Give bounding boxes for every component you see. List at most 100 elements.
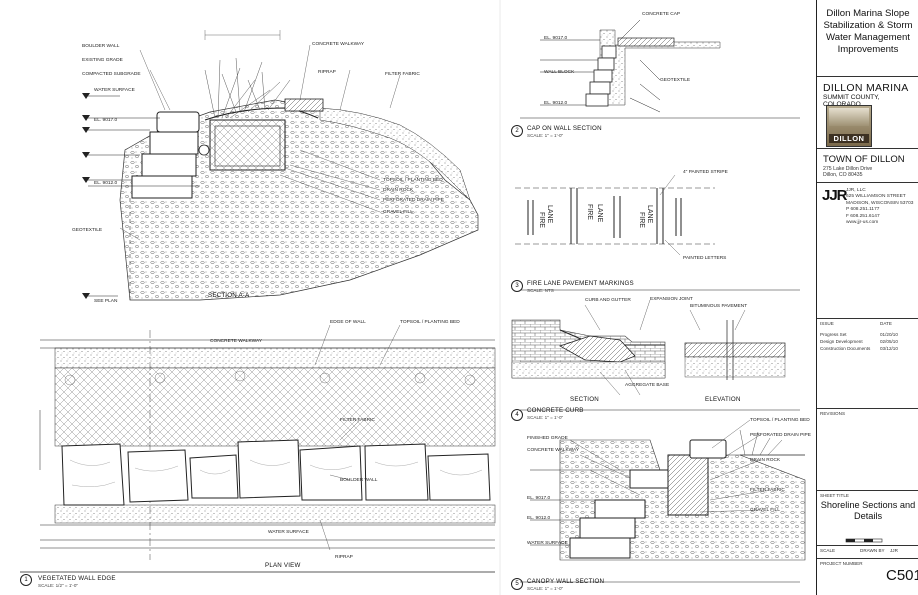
canopy-scale: SCALE: 1" = 1'-0" xyxy=(527,586,564,591)
scale-label: SCALE xyxy=(820,548,836,553)
note: EXISTING GRADE xyxy=(82,58,123,63)
owner-name: TOWN OF DILLON xyxy=(823,154,905,165)
note: FILTER FABRIC xyxy=(340,418,375,423)
note: EXPANSION JOINT xyxy=(650,297,693,302)
drawn-by-label: DRAWN BY xyxy=(860,548,885,553)
note: BOULDER WALL xyxy=(340,478,378,483)
issue-date: 03/12/10 xyxy=(880,346,898,351)
curb-linework xyxy=(511,299,800,411)
sheet-title-label: SHEET TITLE xyxy=(820,493,849,498)
issue-label: Construction Documents xyxy=(820,346,871,351)
note: FILTER FABRIC xyxy=(750,488,785,493)
drawn-by-value: JJR xyxy=(890,548,898,553)
firm-logo: JJR xyxy=(822,187,848,204)
note: CONCRETE WALKWAY xyxy=(210,339,263,344)
client-location: SUMMIT COUNTY, COLORADO xyxy=(823,94,880,108)
note: TOPSOIL / PLANTING BED xyxy=(750,418,810,423)
note: GRAVEL FILL xyxy=(750,508,780,513)
note: EL. 9017.0 xyxy=(544,36,568,41)
note: DRAIN ROCK xyxy=(383,188,414,193)
note: WATER SURFACE xyxy=(268,530,309,535)
firm-line: F 608.251.6147 xyxy=(846,213,880,219)
svg-text:LANE: LANE xyxy=(596,204,603,223)
project-number-label: PROJECT NUMBER xyxy=(820,561,863,566)
project-title: Dillon Marina Slope Stabilization & Stor… xyxy=(823,8,913,55)
issue-date: 02/05/10 xyxy=(880,339,898,344)
firm-line: 625 WILLIAMSON STREET xyxy=(846,194,906,200)
note: FINISHED GRADE xyxy=(527,436,568,441)
section-a-title: SECTION A-A xyxy=(208,292,250,299)
veg-wall-scale: SCALE: 1/2" = 1'-0" xyxy=(38,583,79,588)
revisions-label: REVISIONS xyxy=(820,411,846,416)
curb-title: CONCRETE CURB xyxy=(527,407,584,414)
note: EL. 9017.0 xyxy=(527,496,551,501)
cap-wall-detail-number: 2 xyxy=(511,125,523,137)
plan-view-label: PLAN VIEW xyxy=(265,562,301,569)
owner-address-line-1: 275 Lake Dillon Drive xyxy=(823,166,873,172)
note: PERFORATED DRAIN PIPE xyxy=(383,198,444,203)
client-name: DILLON MARINA xyxy=(823,82,909,94)
logo-wordmark: DILLON xyxy=(829,134,869,143)
graphic-scale-icon xyxy=(845,538,883,543)
note: FILTER FABRIC xyxy=(385,72,420,77)
owner-address-line-2: Dillon, CO 80435 xyxy=(823,172,863,178)
issue-label: Design Development xyxy=(820,339,863,344)
note: CONCRETE WALKWAY xyxy=(527,448,580,453)
note: PAINTED LETTERS xyxy=(683,256,727,261)
sheet-title: Shoreline Sections and Details xyxy=(820,500,916,521)
note: EL. 9012.0 xyxy=(94,181,118,186)
note: GEOTEXTILE xyxy=(72,228,103,233)
cap-wall-linework xyxy=(520,19,800,119)
note: EL. 9012.0 xyxy=(544,101,568,106)
title-block: Dillon Marina Slope Stabilization & Stor… xyxy=(816,0,918,595)
note: CONCRETE CAP xyxy=(642,12,681,17)
veg-wall-title: VEGETATED WALL EDGE xyxy=(38,575,116,582)
note: AGGREGATE BASE xyxy=(625,383,670,388)
logo-mountain-icon xyxy=(829,108,869,126)
note: SEE PLAN xyxy=(94,299,118,304)
dillon-marina-logo: DILLON xyxy=(826,105,872,147)
issue-label: Progress Set xyxy=(820,332,847,337)
firm-line: MADISON, WISCONSIN 53703 xyxy=(846,200,914,206)
drawing-area: FIRE LANE FIRE LANE FIRE LANE xyxy=(20,0,806,595)
note: RIPRAP xyxy=(335,555,353,560)
curb-scale: SCALE: 1" = 1'-0" xyxy=(527,415,564,420)
svg-text:FIRE: FIRE xyxy=(638,212,645,228)
veg-wall-linework xyxy=(20,324,496,573)
date-header: DATE xyxy=(880,321,892,326)
note: PERFORATED DRAIN PIPE xyxy=(750,433,811,438)
issue-header: ISSUE xyxy=(820,321,834,326)
canopy-linework xyxy=(520,419,806,583)
note: 4" PAINTED STRIPE xyxy=(683,170,728,175)
note: COMPACTED SUBGRADE xyxy=(82,72,141,77)
svg-text:LANE: LANE xyxy=(546,205,553,224)
canopy-detail-number: 5 xyxy=(511,578,523,590)
note: WATER SURFACE xyxy=(94,88,135,93)
issue-date: 01/20/10 xyxy=(880,332,898,337)
firm-line: JJR, LLC xyxy=(846,188,866,193)
sheet-number: C501 xyxy=(886,567,918,584)
note: CURB AND GUTTER xyxy=(585,298,631,303)
svg-text:FIRE: FIRE xyxy=(586,204,593,220)
note: EDGE OF WALL xyxy=(330,320,366,325)
firm-line: P 608.251.1177 xyxy=(846,207,880,213)
note: WALL BLOCK xyxy=(544,70,575,75)
section-a-linework xyxy=(82,30,479,301)
fire-lane-scale: SCALE: NTS xyxy=(527,288,554,293)
note: RIPRAP xyxy=(318,70,336,75)
note: BOULDER WALL xyxy=(82,44,120,49)
note: TOPSOIL / PLANTING BED xyxy=(383,178,443,183)
note: BITUMINOUS PAVEMENT xyxy=(690,304,748,309)
note: GRAVEL FILL xyxy=(383,210,413,215)
note: TOPSOIL / PLANTING BED xyxy=(400,320,460,325)
curb-section-label: SECTION xyxy=(570,396,599,403)
svg-text:LANE: LANE xyxy=(646,205,653,224)
canopy-title: CANOPY WALL SECTION xyxy=(527,578,605,585)
note: EL. 9017.0 xyxy=(94,118,118,123)
cap-wall-title: CAP ON WALL SECTION xyxy=(527,125,602,132)
note: WATER SURFACE xyxy=(527,541,568,546)
note: CONCRETE WALKWAY xyxy=(312,42,365,47)
fire-lane-linework: FIRE LANE FIRE LANE FIRE LANE xyxy=(515,174,800,291)
note: DRAIN ROCK xyxy=(750,458,781,463)
